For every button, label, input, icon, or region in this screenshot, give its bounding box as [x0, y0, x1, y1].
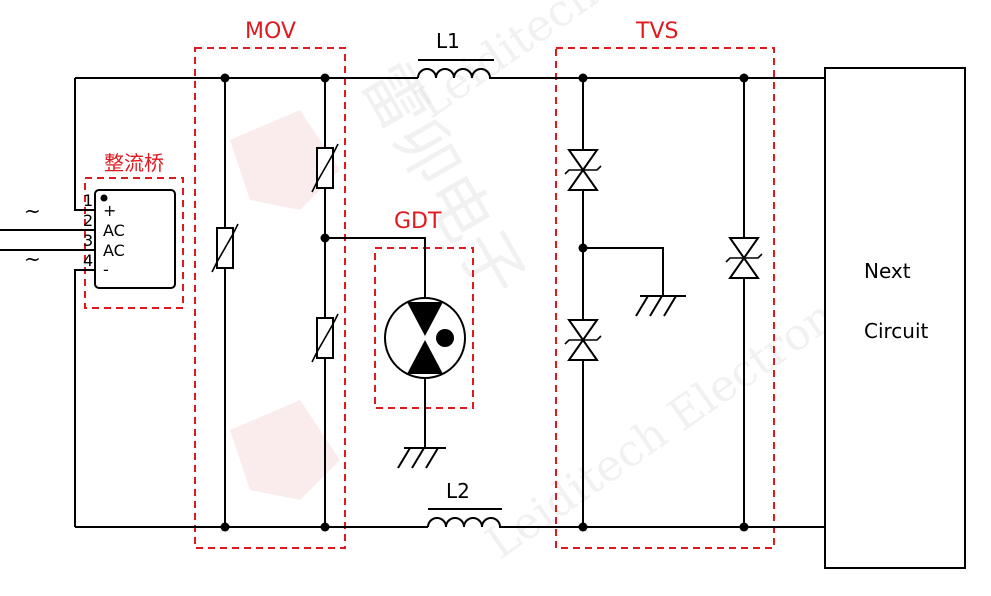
pin1-dot — [100, 194, 108, 202]
gdt-ground-icon — [397, 447, 446, 469]
next-circuit-label-line2: Circuit — [864, 319, 929, 343]
mov-group-box — [194, 47, 346, 549]
tvs-ground-icon — [583, 247, 686, 317]
mov-left — [211, 78, 239, 527]
bridge-ac-a: AC — [103, 221, 125, 240]
tvs-left-upper — [564, 78, 602, 248]
mov-label: MOV — [245, 19, 296, 44]
l1-label: L1 — [436, 29, 460, 53]
inductor-l1 — [417, 59, 494, 79]
bridge-pin-1: 1 — [83, 191, 93, 210]
bridge-minus: - — [103, 260, 109, 279]
bridge-label: 整流桥 — [104, 151, 164, 175]
bridge-plus: + — [103, 201, 116, 220]
watermark: 雷卯电子 Leiditech Electronic Leiditech Elec… — [230, 0, 876, 569]
tvs-group-box — [555, 47, 775, 549]
l2-label: L2 — [446, 479, 470, 503]
bridge-pin-4: 4 — [83, 251, 93, 270]
mov-right-lower — [311, 238, 339, 527]
left-top-wire — [74, 78, 95, 211]
rectifier-bridge — [94, 189, 176, 289]
left-bottom-wire — [74, 269, 95, 527]
watermark-logo-top — [230, 110, 340, 210]
mov-right-upper — [311, 78, 339, 238]
watermark-english: Leiditech Electronic — [407, 0, 806, 129]
tvs-right — [725, 78, 763, 527]
gdt-label: GDT — [394, 209, 442, 234]
watermark-logo-bottom — [230, 400, 340, 500]
bridge-pin-2: 2 — [83, 211, 93, 230]
inductor-l2 — [427, 508, 502, 528]
next-circuit-label-line1: Next — [864, 259, 911, 283]
ac-symbol-top: ~ — [24, 199, 41, 223]
tvs-left-lower — [564, 248, 602, 527]
bridge-group-box — [84, 177, 184, 309]
tvs-label: TVS — [635, 19, 678, 44]
watermark-english-2: Leiditech Electronic — [477, 268, 876, 569]
ac-symbol-bottom: ~ — [24, 247, 41, 271]
bridge-pin-3: 3 — [83, 231, 93, 250]
bridge-ac-b: AC — [103, 241, 125, 260]
junction-dots — [220, 73, 749, 532]
gdt — [325, 237, 466, 448]
next-circuit-block — [824, 67, 966, 569]
